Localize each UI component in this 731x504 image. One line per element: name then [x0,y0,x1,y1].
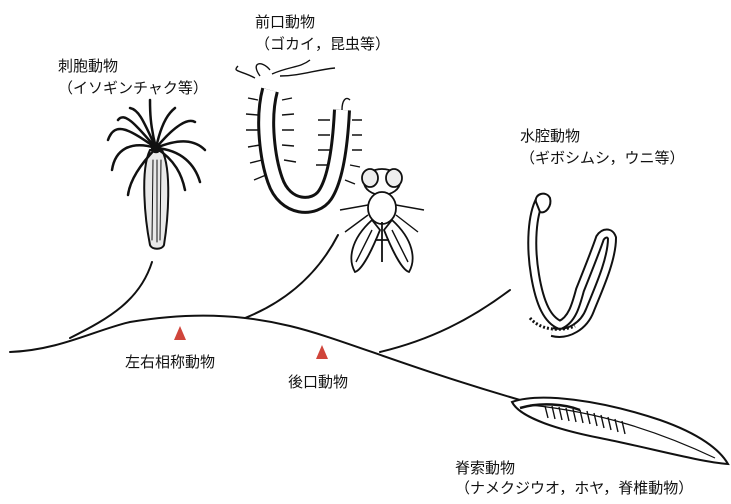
lancelet-icon [512,398,728,464]
cnidaria-examples: （イソギンチャク等） [58,78,208,98]
tree-trunk [10,316,520,400]
fly-icon [340,169,424,272]
protostomia-name: 前口動物 [255,12,315,32]
acorn-worm-icon [530,194,612,333]
sea-anemone-icon [108,100,205,249]
bilateria-label: 左右相称動物 [125,352,215,372]
bilateria-node-marker [174,326,186,340]
polychaete-icon [236,60,362,205]
echinodermata-examples: （ギボシムシ，ウニ等） [520,148,685,168]
echinodermata-name: 水腔動物 [520,126,580,146]
chordata-examples: （ナメクジウオ，ホヤ，脊椎動物） [455,478,693,498]
deuterostomia-label: 後口動物 [288,372,348,392]
deuterostomia-node-marker [316,345,328,359]
chordata-name: 脊索動物 [455,458,515,478]
cnidaria-name: 刺胞動物 [58,56,118,76]
branch-protostomia [245,235,338,318]
protostomia-examples: （ゴカイ，昆虫等） [255,34,390,54]
branch-echinodermata [380,290,510,352]
